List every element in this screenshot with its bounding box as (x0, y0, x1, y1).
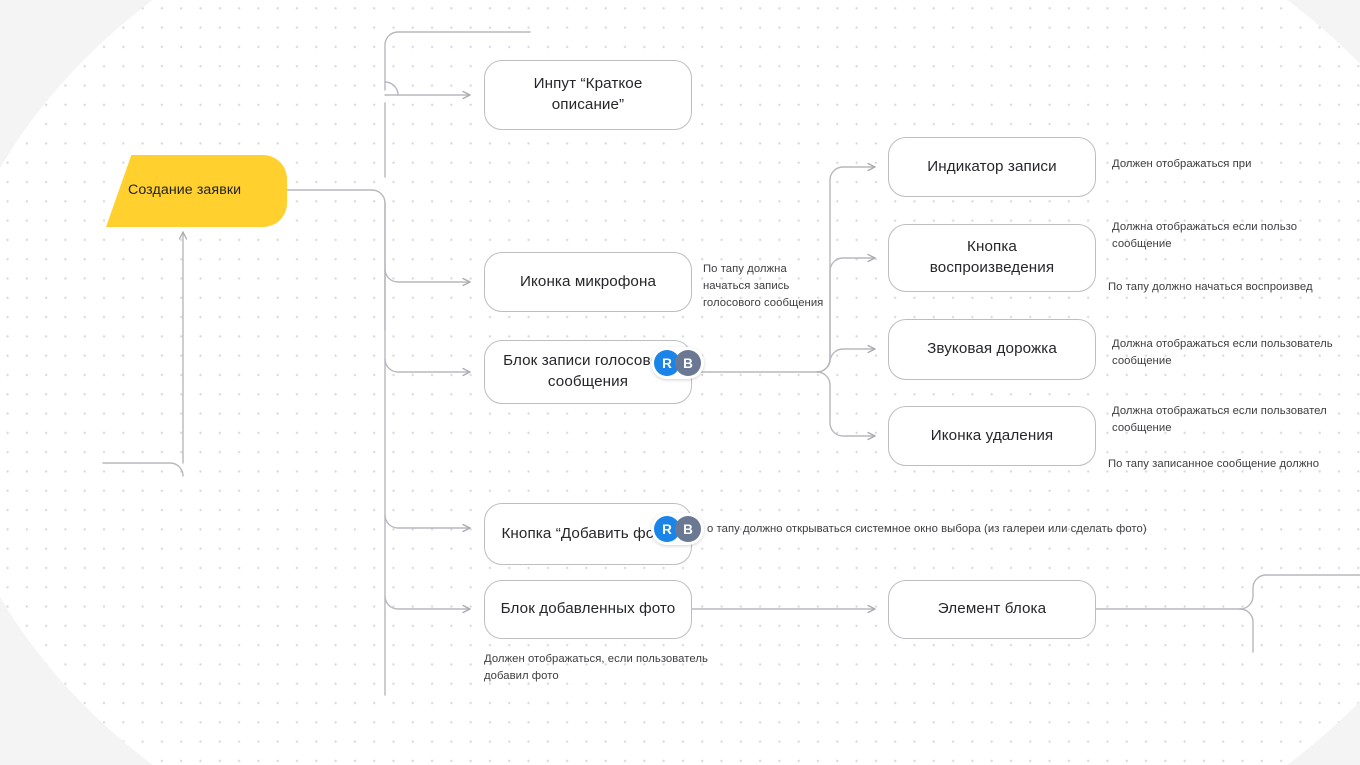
wire-to-rec-indicator (816, 162, 876, 373)
avatar-b-initial: B (683, 355, 693, 371)
avatar-b-initial: B (683, 521, 693, 537)
node-photos-block-label: Блок добавленных фото (500, 600, 676, 618)
wire-to-play-button (816, 253, 876, 373)
node-mic-icon[interactable]: Иконка микрофона (484, 252, 692, 312)
node-play-button-label: Кнопка воспроизведения (929, 238, 1055, 276)
collaborator-badge-add-photo[interactable]: R B (651, 513, 704, 545)
wire-branch-down-offscreen (1239, 608, 1254, 653)
node-photos-block[interactable]: Блок добавленных фото (484, 580, 692, 639)
avatar-b[interactable]: B (675, 516, 701, 542)
collaborator-badge-voice-block[interactable]: R B (651, 347, 704, 379)
wire-to-delete-icon (816, 371, 876, 441)
wire-to-voice-block (384, 358, 471, 377)
node-delete-icon[interactable]: Иконка удаления (888, 406, 1096, 466)
wire-to-add-photo (384, 514, 471, 533)
avatar-b[interactable]: B (675, 350, 701, 376)
node-rec-indicator-label: Индикатор записи (927, 157, 1057, 175)
note-add-photo: о тапу должно открываться системное окно… (707, 523, 1147, 535)
note-delete-tap: По тапу записанное сообщение должно (1108, 458, 1320, 470)
node-play-button[interactable]: Кнопка воспроизведения (888, 224, 1096, 292)
node-sound-track[interactable]: Звуковая дорожка (888, 319, 1096, 380)
node-rec-indicator[interactable]: Индикатор записи (888, 137, 1096, 197)
node-input-brief-label: Инпут “Краткое описание” (533, 75, 643, 113)
note-delete-visibility: Должна отображаться если пользовател соо… (1112, 405, 1327, 435)
wire-incoming-base (102, 462, 184, 477)
wire-to-sound-track (816, 344, 876, 373)
node-block-element-label: Элемент блока (937, 600, 1047, 618)
wire-to-input-brief (384, 81, 471, 100)
avatar-r[interactable]: R (654, 516, 680, 542)
node-block-element[interactable]: Элемент блока (888, 580, 1096, 639)
note-play-visibility: Должна отображаться если пользо сообщени… (1112, 221, 1298, 251)
note-mic: По тапу должна начаться запись голосовог… (703, 263, 824, 310)
node-input-brief[interactable]: Инпут “Краткое описание” (484, 60, 692, 130)
note-photos-block: Должен отображаться, если пользователь д… (484, 653, 708, 683)
wire-to-mic-icon (384, 268, 471, 287)
node-delete-icon-label: Иконка удаления (930, 426, 1054, 444)
wire-root-down (286, 189, 386, 331)
note-sound-track: Должна отображаться если пользователь со… (1112, 338, 1333, 368)
node-mic-icon-label: Иконка микрофона (519, 272, 657, 290)
node-add-photo[interactable]: Кнопка “Добавить фото” (484, 503, 692, 565)
avatar-r-initial: R (662, 521, 672, 537)
node-root-label: Создание заявки (128, 182, 242, 199)
note-play-tap: По тапу должно начаться воспроизвед (1108, 281, 1313, 293)
node-sound-track-label: Звуковая дорожка (927, 340, 1057, 358)
node-add-photo-label: Кнопка “Добавить фото” (501, 524, 675, 542)
node-voice-block-label: Блок записи голосового сообщения (503, 352, 673, 390)
wire-to-photos-block (384, 595, 471, 614)
note-rec-indicator: Должен отображаться при (1112, 158, 1252, 170)
avatar-r-initial: R (662, 355, 672, 371)
wire-branch-up-offscreen (1239, 574, 1360, 610)
node-root-create-request[interactable]: Создание заявки (106, 155, 287, 227)
